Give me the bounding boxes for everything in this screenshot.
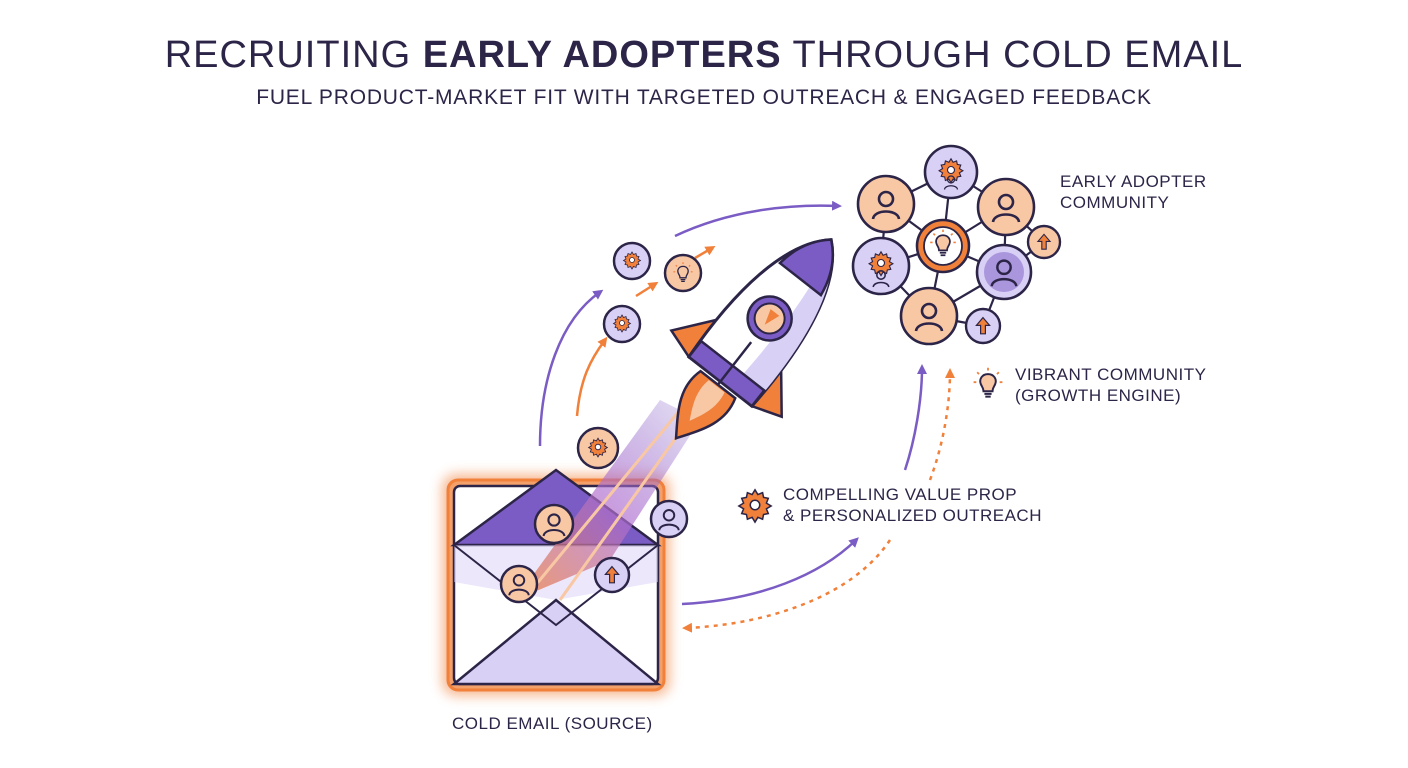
gear-icon bbox=[738, 489, 772, 523]
node-gear-1 bbox=[612, 241, 652, 281]
community-gear-left bbox=[851, 236, 911, 296]
arrow-envelope-to-value bbox=[681, 537, 859, 606]
community-person-topleft bbox=[856, 174, 916, 234]
arrow-orange-small-1 bbox=[635, 281, 659, 298]
label-early-adopter-community: EARLY ADOPTER COMMUNITY bbox=[1060, 172, 1207, 212]
arc-arrow-orange-left bbox=[575, 336, 608, 417]
node-person-3 bbox=[649, 499, 689, 539]
page-title: RECRUITING EARLY ADOPTERS THROUGH COLD E… bbox=[164, 34, 1244, 76]
community-gear-top bbox=[923, 144, 979, 200]
flow-arrows bbox=[538, 200, 955, 633]
node-uparrow-1 bbox=[593, 556, 631, 594]
page-subtitle: FUEL PRODUCT-MARKET FIT WITH TARGETED OU… bbox=[256, 86, 1152, 109]
community-person-topright bbox=[976, 177, 1036, 237]
community-uparrow-right bbox=[1026, 224, 1062, 260]
node-person-1 bbox=[533, 503, 575, 545]
label-vibrant-community: VIBRANT COMMUNITY (GROWTH ENGINE) bbox=[1015, 365, 1207, 405]
community-person-right bbox=[975, 243, 1033, 301]
rocket-icon bbox=[669, 238, 835, 441]
community-bulb-center bbox=[915, 218, 971, 274]
node-person-2 bbox=[499, 564, 539, 604]
node-gear-3 bbox=[576, 426, 620, 470]
community-person-bottom bbox=[899, 286, 959, 346]
arc-arrow-to-community bbox=[674, 200, 842, 238]
arrow-orange-small-2 bbox=[694, 245, 716, 260]
envelope-icon bbox=[442, 468, 670, 696]
arc-arrow-left-up bbox=[538, 289, 604, 447]
arrow-community-feedback-dotted bbox=[928, 368, 955, 481]
community-uparrow-bottom bbox=[964, 307, 1002, 345]
label-value-prop: COMPELLING VALUE PROP & PERSONALIZED OUT… bbox=[783, 485, 1042, 525]
lightbulb-icon bbox=[972, 366, 1004, 398]
community-network bbox=[851, 144, 1062, 346]
floating-nodes bbox=[499, 241, 703, 604]
arrow-feedback-dotted bbox=[682, 539, 892, 633]
node-gear-2 bbox=[602, 304, 642, 344]
rocket-trail bbox=[515, 400, 700, 601]
node-bulb-1 bbox=[663, 253, 703, 293]
label-cold-email-source: COLD EMAIL (SOURCE) bbox=[452, 714, 653, 733]
arrow-value-to-community bbox=[903, 364, 927, 471]
